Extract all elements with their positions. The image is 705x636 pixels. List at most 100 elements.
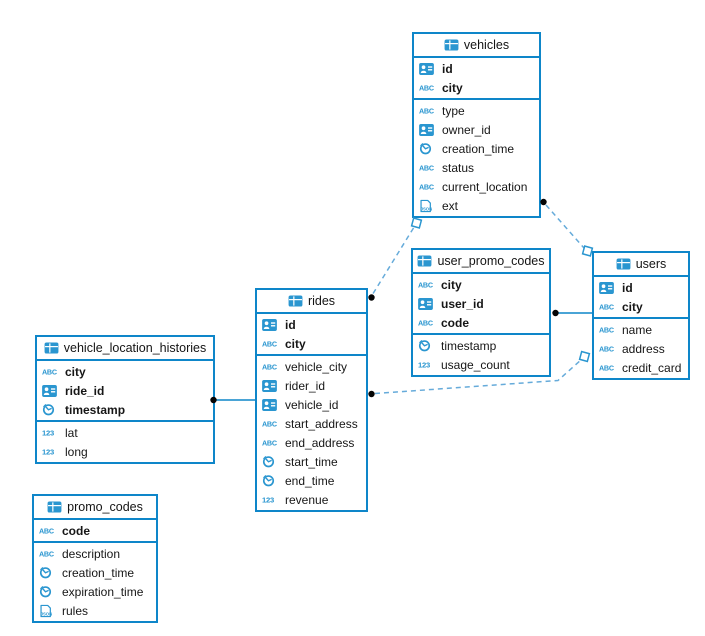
column-row[interactable]: timestamp <box>413 336 549 355</box>
column-name: start_time <box>285 454 338 469</box>
column-row[interactable]: timestamp <box>37 400 213 419</box>
relationship-vehicle-location-histories-rides[interactable] <box>210 396 255 404</box>
column-row[interactable]: revenue <box>257 490 366 509</box>
column-row[interactable]: long <box>37 442 213 461</box>
column-row[interactable]: type <box>414 101 539 120</box>
column-row[interactable]: credit_card <box>594 358 688 377</box>
123-icon <box>42 428 61 437</box>
table-vehicle-location-histories[interactable]: vehicle_location_histories city ride_id … <box>35 335 215 464</box>
column-row[interactable]: city <box>414 78 539 97</box>
clock-icon <box>39 566 58 579</box>
column-row[interactable]: rules <box>34 601 156 620</box>
column-name: code <box>62 523 91 538</box>
table-users[interactable]: users id city name address credit_card <box>592 251 690 380</box>
column-row[interactable]: owner_id <box>414 120 539 139</box>
column-row[interactable]: usage_count <box>413 355 549 374</box>
table-grid-icon <box>288 295 303 307</box>
column-row[interactable]: city <box>413 275 549 294</box>
table-title: user_promo_codes <box>437 253 545 268</box>
primary-key-section: id city <box>594 277 688 317</box>
table-header[interactable]: user_promo_codes <box>413 250 549 274</box>
column-row[interactable]: rider_id <box>257 376 366 395</box>
primary-key-section: id city <box>257 314 366 354</box>
table-grid-icon <box>444 39 459 51</box>
column-row[interactable]: id <box>414 59 539 78</box>
primary-key-section: city user_id code <box>413 274 549 333</box>
table-header[interactable]: promo_codes <box>34 496 156 520</box>
column-name: end_time <box>285 473 335 488</box>
table-header[interactable]: users <box>594 253 688 277</box>
column-name: city <box>441 277 462 292</box>
relation-square <box>410 217 423 229</box>
column-row[interactable]: name <box>594 320 688 339</box>
column-row[interactable]: end_time <box>257 471 366 490</box>
column-name: address <box>622 341 665 356</box>
table-grid-icon <box>417 255 432 267</box>
table-header[interactable]: rides <box>257 290 366 314</box>
column-row[interactable]: code <box>413 313 549 332</box>
column-row[interactable]: code <box>34 521 156 540</box>
column-row[interactable]: current_location <box>414 177 539 196</box>
columns-section: description creation_time expiration_tim… <box>34 541 156 621</box>
table-rides[interactable]: rides id city vehicle_city rider_id vehi… <box>255 288 368 512</box>
column-name: id <box>622 280 633 295</box>
id-badge-icon <box>599 282 618 294</box>
column-name: owner_id <box>442 122 491 137</box>
column-name: credit_card <box>622 360 682 375</box>
abc-icon <box>599 363 618 372</box>
column-row[interactable]: description <box>34 544 156 563</box>
column-name: city <box>622 299 643 314</box>
clock-icon <box>42 403 61 416</box>
column-name: creation_time <box>442 141 515 156</box>
column-row[interactable]: id <box>257 315 366 334</box>
id-badge-icon <box>419 124 438 136</box>
column-row[interactable]: lat <box>37 423 213 442</box>
table-header[interactable]: vehicles <box>414 34 539 58</box>
column-row[interactable]: start_address <box>257 414 366 433</box>
table-grid-icon <box>47 501 62 513</box>
column-row[interactable]: id <box>594 278 688 297</box>
table-header[interactable]: vehicle_location_histories <box>37 337 213 361</box>
table-grid-icon <box>44 342 59 354</box>
column-row[interactable]: start_time <box>257 452 366 471</box>
column-name: expiration_time <box>62 584 144 599</box>
abc-icon <box>39 526 58 535</box>
columns-section: lat long <box>37 420 213 462</box>
column-row[interactable]: creation_time <box>414 139 539 158</box>
table-grid-icon <box>616 258 631 270</box>
column-row[interactable]: ride_id <box>37 381 213 400</box>
column-name: rules <box>62 603 89 618</box>
clock-icon <box>262 474 281 487</box>
column-row[interactable]: city <box>594 297 688 316</box>
abc-icon <box>262 438 281 447</box>
table-vehicles[interactable]: vehicles id city type owner_id creation_… <box>412 32 541 218</box>
column-row[interactable]: city <box>37 362 213 381</box>
column-row[interactable]: creation_time <box>34 563 156 582</box>
column-name: ride_id <box>65 383 105 398</box>
json-doc-icon <box>419 199 438 213</box>
column-row[interactable]: vehicle_id <box>257 395 366 414</box>
relationship-user-promo-codes-users[interactable] <box>552 309 592 317</box>
abc-icon <box>418 318 437 327</box>
column-name: id <box>285 317 296 332</box>
table-promo-codes[interactable]: promo_codes code description creation_ti… <box>32 494 158 623</box>
column-row[interactable]: address <box>594 339 688 358</box>
column-row[interactable]: city <box>257 334 366 353</box>
columns-section: vehicle_city rider_id vehicle_id start_a… <box>257 354 366 510</box>
column-row[interactable]: status <box>414 158 539 177</box>
abc-icon <box>262 339 281 348</box>
column-row[interactable]: user_id <box>413 294 549 313</box>
table-user-promo-codes[interactable]: user_promo_codes city user_id code times… <box>411 248 551 377</box>
column-name: status <box>442 160 475 175</box>
column-row[interactable]: ext <box>414 196 539 215</box>
id-badge-icon <box>262 319 281 331</box>
columns-section: name address credit_card <box>594 317 688 378</box>
column-row[interactable]: expiration_time <box>34 582 156 601</box>
relation-square <box>578 350 591 363</box>
clock-icon <box>419 142 438 155</box>
column-name: rider_id <box>285 378 326 393</box>
column-row[interactable]: end_address <box>257 433 366 452</box>
relation-dot <box>368 390 375 398</box>
column-name: start_address <box>285 416 358 431</box>
column-row[interactable]: vehicle_city <box>257 357 366 376</box>
